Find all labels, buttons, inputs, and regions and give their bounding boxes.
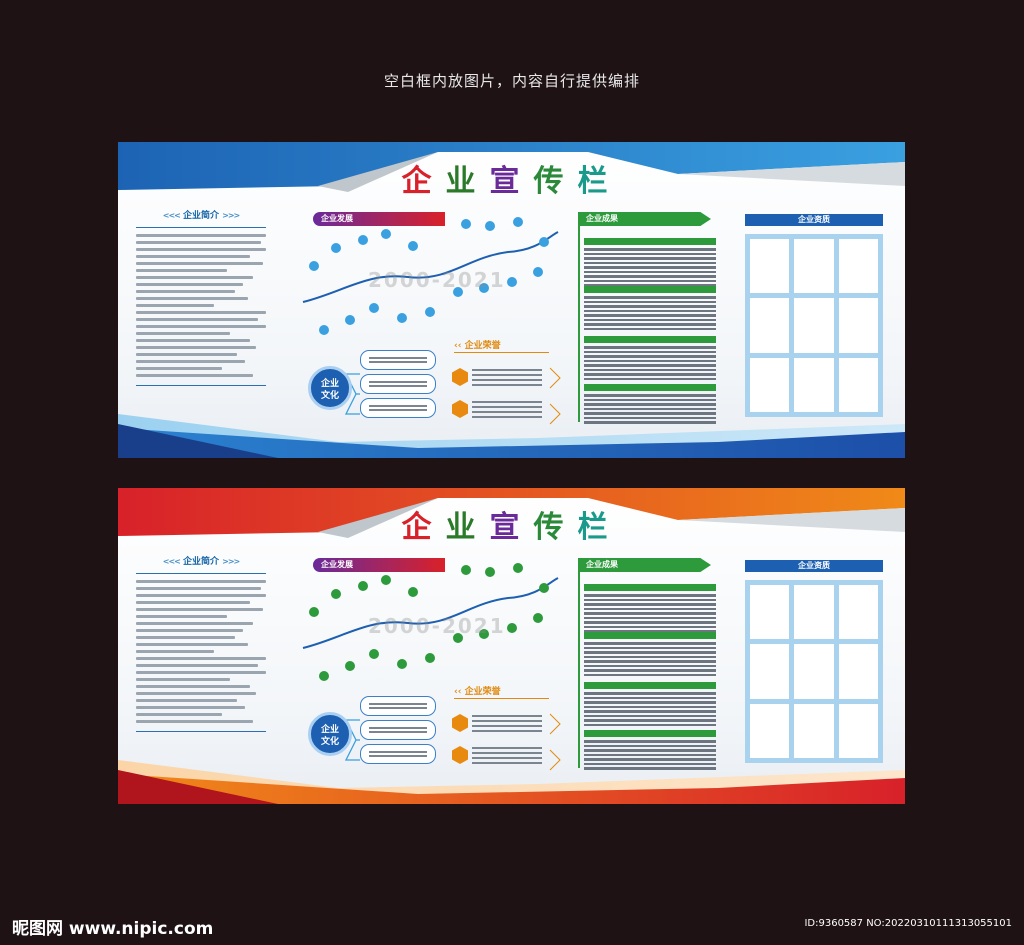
dev-arrows: ›››	[428, 558, 441, 569]
award-icon	[452, 746, 468, 764]
site-watermark: 昵图网 www.nipic.com	[12, 919, 214, 939]
title-char: 宣	[489, 510, 534, 545]
title-char: 企	[401, 510, 446, 545]
dev-label: 企业发展	[313, 558, 445, 572]
photo-slot	[750, 644, 790, 699]
achievement-block	[584, 682, 716, 728]
award-icon	[452, 400, 468, 418]
intro-text	[136, 234, 266, 377]
culture-item	[360, 744, 436, 764]
intro-heading: <<< 企业简介 >>>	[162, 557, 241, 567]
title-char: 栏	[577, 510, 622, 545]
photo-slot	[794, 357, 834, 412]
photo-slot	[794, 644, 834, 699]
title-char: 业	[445, 510, 490, 545]
dev-arrows: ›››	[428, 212, 441, 223]
photo-slot	[794, 239, 834, 294]
promo-board-red: 企业宣传栏 <<< 企业简介 >>> 企业发展 ››› 2000-2021 企业…	[118, 488, 905, 804]
culture-item	[360, 398, 436, 418]
culture-item	[360, 374, 436, 394]
achievement-heading: 企业成果	[578, 558, 711, 572]
title-char: 传	[533, 164, 578, 199]
photo-slot	[794, 703, 834, 758]
honor-item	[452, 710, 552, 738]
photo-slot	[838, 585, 878, 640]
photo-slot	[750, 298, 790, 353]
photo-slot	[794, 298, 834, 353]
timeline-markers	[309, 563, 549, 681]
photo-slot	[838, 298, 878, 353]
award-icon	[452, 368, 468, 386]
achievement-block	[584, 584, 716, 639]
qualification-photo-grid	[745, 580, 883, 763]
photo-slot	[838, 357, 878, 412]
board-decoration	[118, 488, 905, 804]
achievement-block	[584, 730, 716, 772]
intro-column: <<< 企业简介 >>>	[136, 208, 266, 392]
achievement-heading: 企业成果	[578, 212, 711, 226]
title-char: 业	[445, 164, 490, 199]
timeline-years: 2000-2021	[368, 614, 506, 638]
culture-badge: 企业文化	[308, 712, 352, 756]
board-decoration	[118, 142, 905, 458]
intro-text	[136, 580, 266, 723]
image-id: ID:9360587 NO:20220310111313055101	[804, 918, 1012, 929]
title-char: 传	[533, 510, 578, 545]
photo-slot	[750, 239, 790, 294]
photo-slot	[838, 644, 878, 699]
timeline-years: 2000-2021	[368, 268, 506, 292]
honor-item	[452, 364, 552, 392]
intro-heading: <<< 企业简介 >>>	[162, 211, 241, 221]
achievement-block	[584, 384, 716, 426]
photo-slot	[838, 239, 878, 294]
honor-heading: ‹‹ 企业荣誉	[454, 341, 501, 351]
title-char: 宣	[489, 164, 534, 199]
board-title: 企业宣传栏	[118, 156, 905, 200]
timeline-markers	[309, 217, 549, 335]
culture-item	[360, 350, 436, 370]
photo-slot	[838, 703, 878, 758]
achievement-block	[584, 336, 716, 382]
honor-item	[452, 742, 552, 770]
qualification-heading: 企业资质	[745, 214, 883, 226]
culture-item	[360, 720, 436, 740]
honor-heading: ‹‹ 企业荣誉	[454, 687, 501, 697]
achievement-block	[584, 238, 716, 293]
photo-slot	[750, 585, 790, 640]
photo-slot	[794, 585, 834, 640]
dev-label: 企业发展	[313, 212, 445, 226]
culture-badge: 企业文化	[308, 366, 352, 410]
intro-column: <<< 企业简介 >>>	[136, 554, 266, 738]
qualification-heading: 企业资质	[745, 560, 883, 572]
photo-slot	[750, 703, 790, 758]
culture-item	[360, 696, 436, 716]
promo-board-blue: 企业宣传栏 <<< 企业简介 >>> 企业发展 ››› 2000-2021 企业…	[118, 142, 905, 458]
photo-slot	[750, 357, 790, 412]
award-icon	[452, 714, 468, 732]
board-title: 企业宣传栏	[118, 502, 905, 546]
title-char: 企	[401, 164, 446, 199]
achievement-block	[584, 632, 716, 678]
honor-item	[452, 396, 552, 424]
title-char: 栏	[577, 164, 622, 199]
qualification-photo-grid	[745, 234, 883, 417]
caption: 空白框内放图片，内容自行提供编排	[383, 72, 640, 90]
achievement-block	[584, 286, 716, 332]
